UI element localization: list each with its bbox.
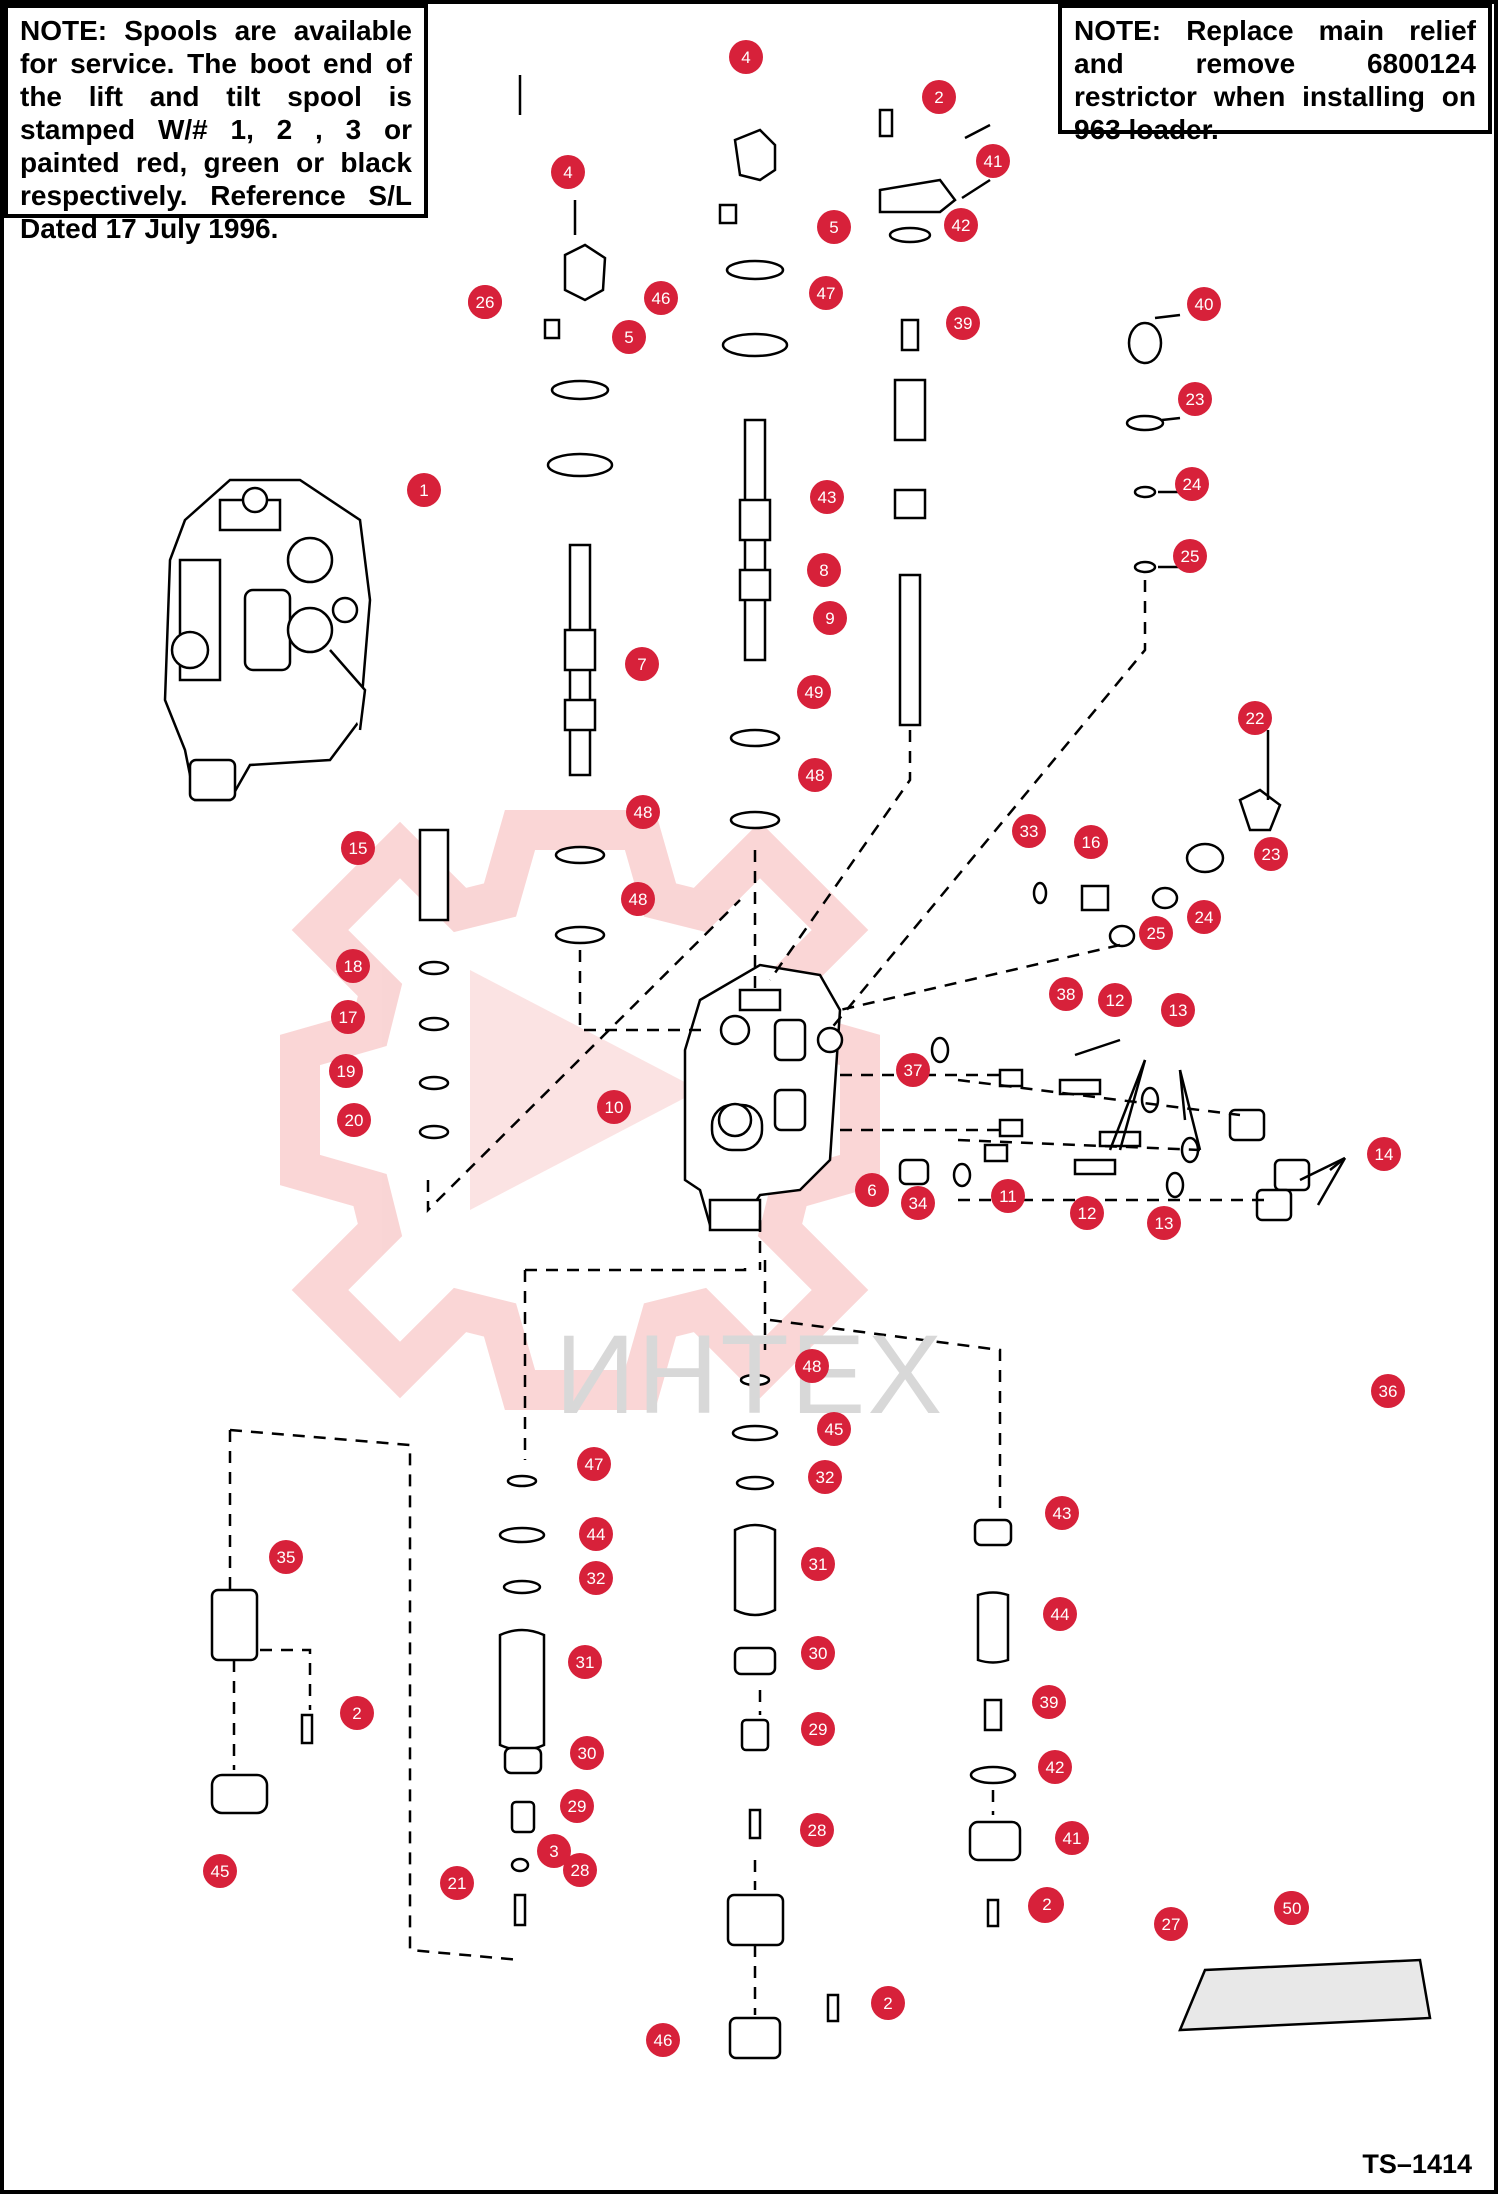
note-label: NOTE:: [20, 15, 108, 46]
assembled-valve-image: [163, 478, 372, 802]
watermark-emblem: [280, 810, 880, 1410]
note-text: Replace main relief and remove 6800124 r…: [1074, 15, 1476, 145]
dashed-routing: [228, 580, 1270, 2015]
drawing-id: TS–1414: [1362, 2149, 1472, 2179]
note-box-left: NOTE: Spools are available for service. …: [4, 4, 428, 244]
left-upper-stack: [543, 243, 614, 945]
lower-right-stack: [968, 1518, 1022, 1928]
note-text: Spools are available for service. The bo…: [20, 15, 413, 244]
relief-cartridge: [418, 828, 450, 1140]
note-box-right: NOTE: Replace main relief and remove 680…: [1058, 4, 1492, 145]
center-upper-stack: [718, 128, 789, 830]
lower-left-stack: [210, 1474, 546, 1927]
note-label: NOTE:: [1074, 15, 1162, 46]
leader-lines: [518, 75, 1347, 1206]
watermark: ИНТЕХ: [555, 1312, 945, 1437]
right-upper-stack: [878, 108, 1165, 727]
decal-part: [1178, 1958, 1432, 2032]
valve-body: [683, 963, 844, 1232]
side-ports: [898, 788, 1311, 1222]
lower-center-stack: [726, 1373, 840, 2060]
